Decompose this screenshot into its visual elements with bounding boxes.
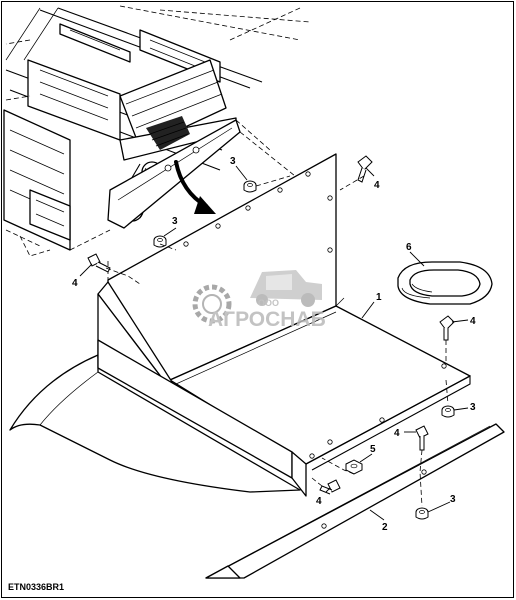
callout-3: 3 [230, 156, 236, 167]
callout-3: 3 [470, 402, 476, 413]
watermark-company: ООО [258, 298, 279, 308]
flange-bolt [439, 315, 455, 341]
alignment-lines [105, 175, 449, 507]
flange-bolt [319, 479, 341, 495]
hex-nut [345, 459, 363, 475]
callout-3: 3 [172, 216, 178, 227]
seal-ring [397, 261, 493, 305]
direction-arrow [174, 160, 216, 214]
callout-labels: 3 3 4 4 6 1 4 3 4 5 4 2 3 [72, 156, 476, 533]
figure-id: ETN0336BR1 [8, 582, 64, 592]
callout-4: 4 [470, 316, 476, 327]
flange-bolt [87, 253, 111, 273]
shroud-panel [9, 153, 471, 497]
flange-nut [415, 507, 429, 520]
callout-6: 6 [406, 242, 412, 253]
callout-2: 2 [382, 522, 388, 533]
callout-4: 4 [394, 428, 400, 439]
flange-nut [243, 180, 257, 193]
callout-4: 4 [316, 496, 322, 507]
watermark-brand: АГРОСНАБ [208, 308, 326, 331]
flange-nut [441, 405, 455, 418]
callout-4: 4 [72, 278, 78, 289]
watermark-tractor-icon [250, 270, 322, 307]
machine-assembly [3, 5, 311, 257]
flange-bolt [415, 425, 429, 451]
callout-3: 3 [450, 494, 456, 505]
angle-strip [205, 423, 505, 579]
callout-5: 5 [370, 444, 376, 455]
callout-4: 4 [374, 180, 380, 191]
callout-1: 1 [376, 292, 382, 303]
watermark: ООО АГРОСНАБ [192, 270, 326, 331]
watermark-gear-icon [192, 284, 232, 324]
callout-leaders [79, 165, 469, 521]
